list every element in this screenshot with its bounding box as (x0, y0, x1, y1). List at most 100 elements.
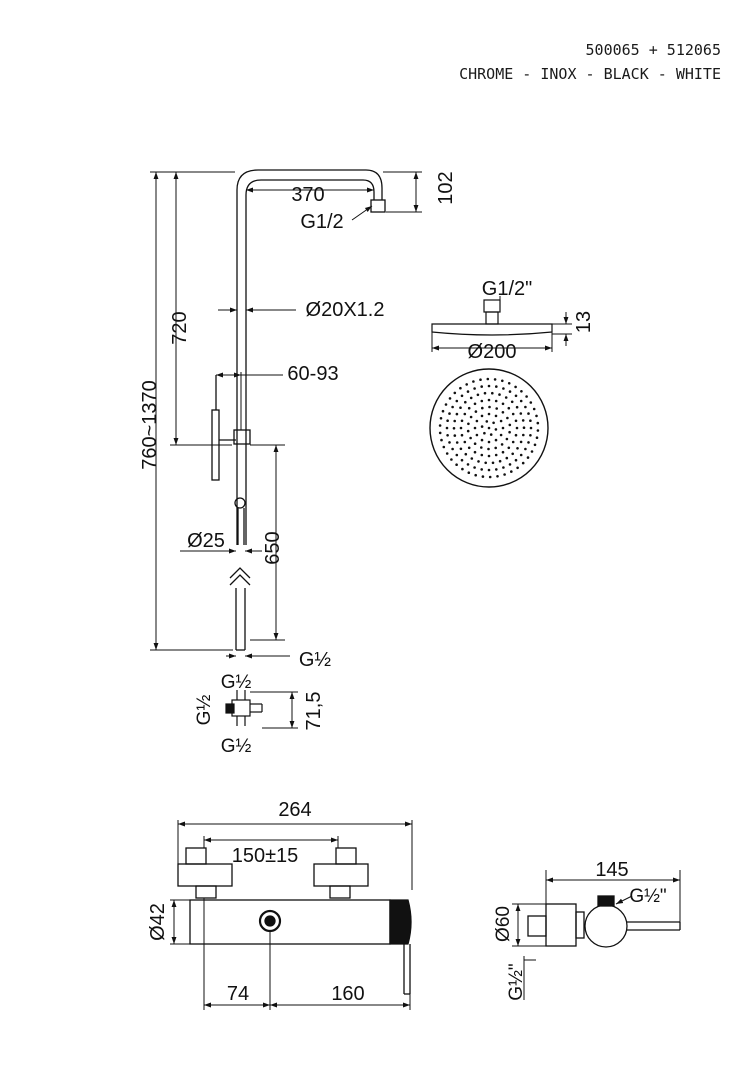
spray-nozzle (446, 434, 449, 437)
mixer-width-label: 264 (278, 799, 311, 821)
right-handle (313, 863, 369, 887)
spray-nozzle (488, 405, 491, 409)
spray-nozzle (445, 426, 449, 430)
spray-nozzle (444, 403, 448, 406)
spray-nozzle (483, 431, 486, 435)
spray-nozzle (494, 428, 498, 431)
mixer-centers-label: 150±15 (232, 845, 299, 867)
spray-nozzle (488, 475, 492, 479)
spray-nozzle (469, 396, 473, 400)
spray-nozzle (529, 426, 533, 430)
spray-nozzle (487, 426, 491, 430)
spray-nozzle (507, 406, 511, 410)
spray-nozzle (496, 475, 499, 478)
diverter-knob (234, 497, 246, 509)
spray-nozzle (535, 436, 539, 440)
arm-outlet-label: G1/2 (300, 211, 343, 233)
spray-nozzle (494, 446, 498, 450)
spray-nozzle (470, 457, 474, 460)
spray-nozzle (536, 429, 540, 432)
spray-nozzle (501, 426, 505, 430)
spray-nozzle (477, 460, 480, 463)
tube-size-label: Ø20X1.2 (306, 299, 385, 321)
spray-nozzle (491, 391, 494, 395)
spray-nozzle (476, 393, 480, 397)
total-height-label: 760~1370 (139, 380, 161, 470)
spray-nozzle (495, 407, 499, 410)
temperature-knob (389, 899, 412, 945)
spray-nozzle (510, 470, 513, 473)
spray-nozzle (487, 384, 491, 388)
spray-nozzle (448, 397, 452, 400)
mixer-front-labels: 264 150±15 Ø42 74 160 (147, 799, 365, 1005)
spray-nozzle (460, 419, 464, 423)
spray-nozzle (474, 473, 478, 477)
spray-nozzle (464, 452, 468, 456)
spray-nozzle (535, 414, 538, 418)
shower-outlet (258, 909, 282, 933)
spray-nozzle (491, 461, 495, 465)
spray-nozzle (527, 412, 530, 415)
spray-nozzle (514, 433, 518, 437)
break-symbol (229, 567, 251, 579)
spray-nozzle (508, 390, 512, 393)
mixer-left-dim-label: 74 (227, 983, 249, 1005)
lower-diameter-label: Ø25 (187, 530, 225, 552)
finish-options: CHROME - INOX - BLACK - WHITE (459, 65, 721, 83)
spray-nozzle (519, 412, 523, 415)
spray-nozzle (525, 395, 528, 398)
mixer-side-labels: 145 G½" Ø60 G½" (493, 859, 667, 1001)
spray-nozzle (463, 412, 467, 416)
arm-length-label: 370 (291, 184, 324, 206)
spray-nozzle (446, 419, 449, 423)
column-dimensions (150, 171, 422, 659)
spray-nozzle (455, 453, 459, 457)
spray-nozzle (508, 430, 511, 434)
column-pipe-outer (236, 169, 383, 545)
spray-nozzle (526, 456, 530, 459)
spray-nozzle (521, 419, 525, 422)
lower-height-label: 650 (262, 531, 284, 564)
spray-nozzle (459, 406, 462, 410)
spray-nozzle (480, 385, 484, 388)
spray-nozzle (473, 450, 477, 454)
spray-nozzle (516, 447, 519, 450)
head-body-side (431, 323, 553, 336)
spray-nozzle (492, 421, 495, 425)
spray-nozzle (450, 458, 453, 461)
spray-nozzle (442, 445, 446, 449)
inlet-connector (225, 690, 298, 729)
spray-nozzle (448, 441, 451, 444)
mixer-front (177, 847, 412, 995)
spray-nozzle (469, 436, 472, 440)
spray-nozzle (473, 402, 477, 406)
spray-nozzle (480, 446, 483, 449)
spray-nozzle (529, 434, 532, 437)
spray-nozzle (485, 420, 489, 423)
spray-nozzle (481, 475, 485, 478)
mixer-side-outlet-label: G½" (629, 886, 666, 907)
spray-nozzle (524, 405, 527, 409)
spray-nozzle (480, 453, 484, 457)
spray-nozzle (451, 405, 454, 409)
spray-nozzle (467, 406, 471, 410)
spray-nozzle (520, 390, 523, 393)
spray-nozzle (469, 415, 473, 419)
mixer-right-dim-label: 160 (331, 983, 364, 1005)
spray-nozzle (467, 422, 470, 426)
spray-nozzle (438, 431, 442, 435)
head-diameter-label: Ø200 (468, 341, 517, 363)
spray-nozzle (532, 407, 536, 411)
spray-nozzle (480, 468, 484, 471)
spray-nozzle (472, 380, 475, 383)
spray-nozzle (516, 466, 519, 470)
spray-nozzle (463, 440, 467, 444)
spray-nozzle (505, 437, 509, 441)
spray-nozzle (501, 402, 505, 406)
head-thread-label: G1/2" (482, 278, 532, 300)
spray-nozzle (494, 399, 498, 403)
spray-nozzle (502, 387, 505, 390)
shower-column (211, 169, 386, 651)
header: 500065 + 512065 CHROME - INOX - BLACK - … (459, 38, 721, 86)
column-labels: 370 G1/2 102 720 760~1370 Ø20X1.2 60-93 … (139, 171, 457, 671)
